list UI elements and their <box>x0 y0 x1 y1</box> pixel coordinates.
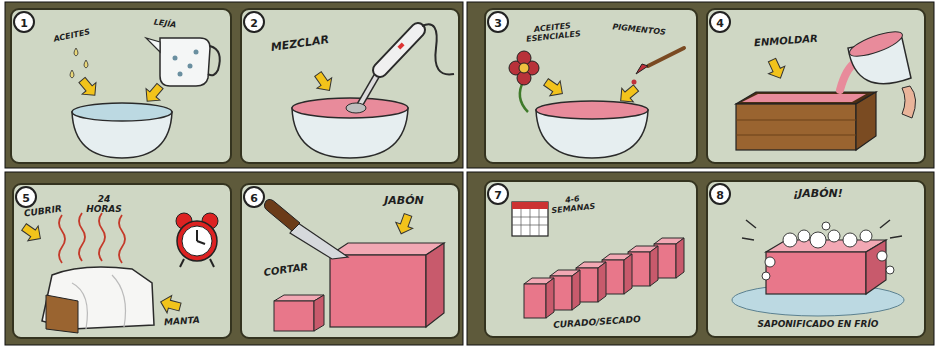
callout-number: 8 <box>710 188 730 204</box>
comic-panel: 1ACEITES LEJÍA <box>10 8 232 164</box>
comic-panel: 6CORTAR JABÓN <box>240 183 460 339</box>
callout-number: 4 <box>710 16 730 32</box>
comic-panel: 4ENMOLDAR <box>706 8 926 164</box>
panel-caption: ENMOLDAR <box>746 33 827 49</box>
comic-panel: 8 ¡JABÓN! SAPONIFICADO EN FRÍO <box>706 180 926 338</box>
panel-caption: JABÓN <box>374 195 434 207</box>
panel-caption: ¡JABÓN! <box>778 188 858 200</box>
panel-caption: SAPONIFICADO EN FRÍO <box>728 320 908 330</box>
panel-caption: CUBRIR <box>18 204 69 221</box>
callout-number: 2 <box>244 16 264 32</box>
panel-caption: ACEITES <box>42 26 102 47</box>
comic-panel: 5CUBRIR 24 HORAS MANTA <box>12 183 232 339</box>
panel-caption: PIGMENTOS <box>604 22 675 38</box>
panel-caption: CURADO/SECADO <box>542 314 652 331</box>
callout-number: 6 <box>244 191 264 207</box>
callout-number: 3 <box>488 16 508 32</box>
panel-caption: 24 HORAS <box>80 195 128 214</box>
panel-caption: CORTAR <box>256 261 317 280</box>
comic-panel: 3 ACEITES ESENCIALES PIGMENTOS <box>484 8 698 164</box>
callout-number: 5 <box>16 191 36 207</box>
comic-panel: 2MEZCLAR <box>240 8 460 164</box>
panel-caption: MANTA <box>154 315 211 329</box>
panel-caption: LEJÍA <box>140 17 191 32</box>
panel-caption: 4-6 SEMANAS <box>547 193 599 215</box>
comic-panel: 7 4-6 SEMANAS CURADO/SECADO <box>484 180 698 338</box>
callout-number: 1 <box>14 16 34 32</box>
panel-caption: MEZCLAR <box>260 32 341 55</box>
callout-number: 7 <box>488 188 508 204</box>
panel-caption: ACEITES ESENCIALES <box>521 21 584 45</box>
